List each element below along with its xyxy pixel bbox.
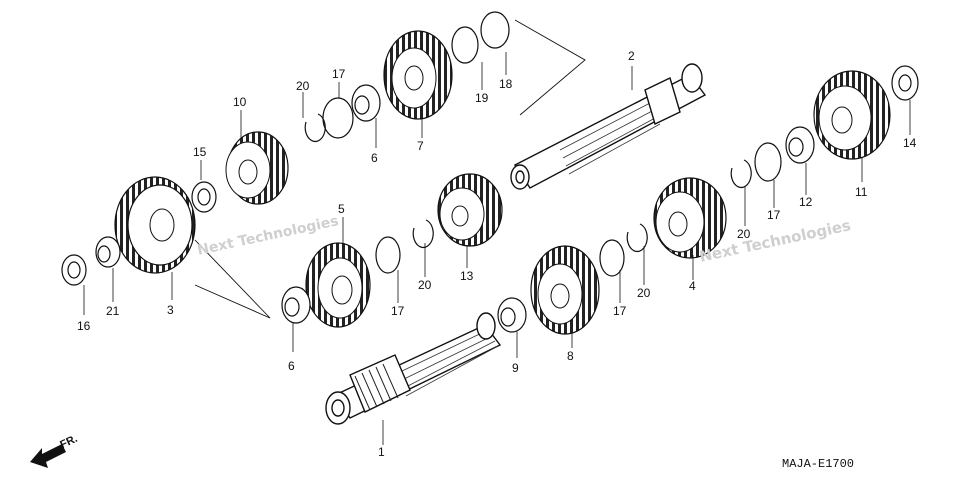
callout-6b: 6 [288, 359, 295, 373]
callout-3: 3 [167, 303, 174, 317]
gear-8 [530, 245, 600, 335]
callout-20d: 20 [737, 227, 751, 241]
callout-2: 2 [628, 49, 635, 63]
callout-11: 11 [855, 185, 868, 199]
gear-13 [437, 173, 503, 247]
callout-19: 19 [475, 91, 489, 105]
front-direction-arrow [30, 444, 66, 468]
callout-15: 15 [193, 145, 207, 159]
callout-17c: 17 [613, 304, 627, 318]
callout-17b: 17 [391, 304, 405, 318]
callout-4: 4 [689, 279, 696, 293]
leader-lines [83, 52, 911, 445]
callout-10: 10 [233, 95, 247, 109]
callout-20a: 20 [296, 79, 310, 93]
gear-10 [225, 131, 289, 205]
callout-16: 16 [77, 319, 91, 333]
callout-17a: 17 [332, 67, 346, 81]
gear-7 [383, 30, 453, 120]
gear-5 [305, 242, 371, 328]
callout-13: 13 [460, 269, 474, 283]
callout-17d: 17 [767, 208, 781, 222]
mainshaft [325, 312, 502, 425]
gear-4 [653, 177, 727, 259]
gear-3 [114, 176, 196, 274]
callout-18: 18 [499, 77, 513, 91]
leader-brackets [194, 19, 586, 319]
bearings [95, 84, 815, 333]
washers-and-clips [61, 11, 919, 286]
gear-11 [813, 70, 891, 160]
callout-14: 14 [903, 136, 917, 150]
callout-1: 1 [378, 445, 385, 459]
callout-7: 7 [417, 139, 424, 153]
diagram-code: MAJA-E1700 [782, 457, 855, 471]
countershaft [510, 63, 707, 190]
callout-20c: 20 [637, 286, 651, 300]
callout-6a: 6 [371, 151, 378, 165]
callout-12: 12 [799, 195, 813, 209]
callout-9: 9 [512, 361, 519, 375]
callout-5: 5 [338, 202, 345, 216]
callout-8: 8 [567, 349, 574, 363]
callout-21: 21 [106, 304, 120, 318]
callout-20b: 20 [418, 278, 432, 292]
